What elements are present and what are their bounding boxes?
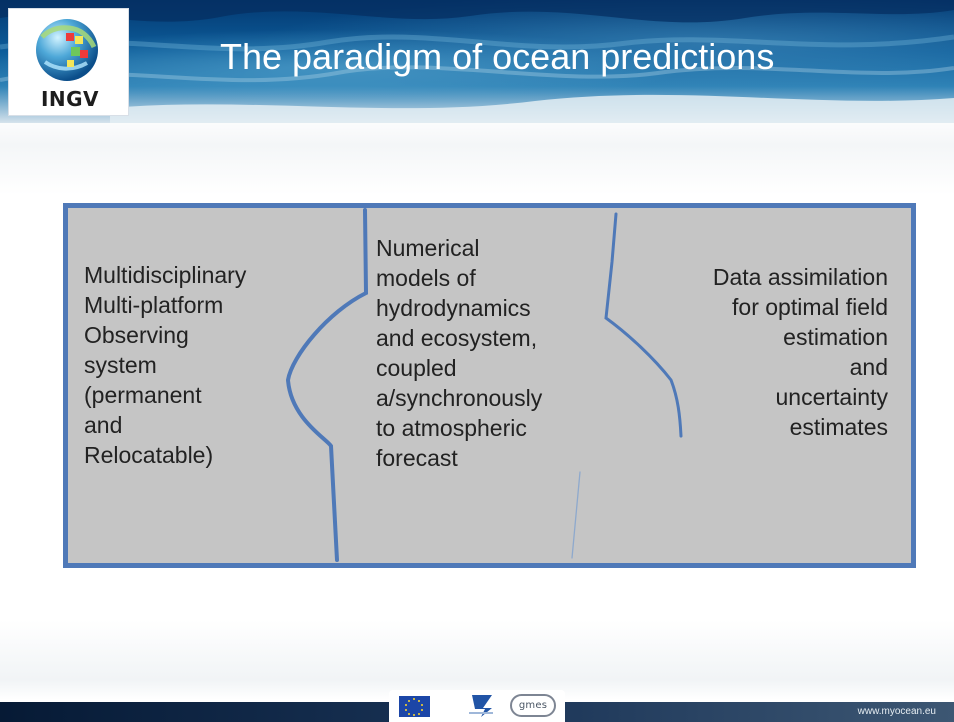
ocean-wave-background <box>0 0 954 123</box>
observing-system-line: Observing <box>84 322 189 348</box>
page-title: The paradigm of ocean predictions <box>220 36 775 77</box>
data-assimilation-line: for optimal field <box>732 294 888 320</box>
numerical-models-line: Numerical <box>376 235 480 261</box>
observing-system-line: and <box>84 412 123 438</box>
gmes-text: gmes <box>518 700 548 711</box>
panel-divider-lines <box>285 208 683 562</box>
partner-logos: gmes <box>389 690 565 722</box>
numerical-models-line: to atmospheric <box>376 415 527 441</box>
lower-middle-divider <box>571 471 581 559</box>
observing-system-line: system <box>84 352 157 378</box>
right-panel-divider <box>604 212 683 438</box>
ocean-header: INGV The paradigm of ocean predictions <box>0 0 954 123</box>
data-assimilation-line: uncertainty <box>775 384 888 410</box>
numerical-models-line: coupled <box>376 355 457 381</box>
numerical-models-text: Numerical models of hydrodynamics and ec… <box>376 233 616 473</box>
ingv-globe-icon <box>36 19 98 81</box>
data-assimilation-line: estimates <box>789 414 888 440</box>
observing-system-line: (permanent <box>84 382 202 408</box>
observing-system-text: Multidisciplinary Multi-platform Observi… <box>84 260 314 470</box>
numerical-models-line: hydrodynamics <box>376 295 531 321</box>
numerical-models-line: models of <box>376 265 476 291</box>
fp7-icon <box>469 695 493 717</box>
observing-system-line: Relocatable) <box>84 442 214 468</box>
footer-url[interactable]: www.myocean.eu <box>857 706 936 717</box>
ocean-prediction-diagram: Multidisciplinary Multi-platform Observi… <box>63 203 916 568</box>
ingv-logo: INGV <box>8 8 129 116</box>
numerical-models-line: and ecosystem, <box>376 325 538 351</box>
numerical-models-line: forecast <box>376 445 458 471</box>
data-assimilation-line: estimation <box>783 324 888 350</box>
observing-system-line: Multi-platform <box>84 292 224 318</box>
observing-system-line: Multidisciplinary <box>84 262 247 288</box>
gmes-logo: gmes <box>510 694 556 717</box>
left-panel-divider <box>285 208 369 562</box>
data-assimilation-line: and <box>849 354 888 380</box>
data-assimilation-line: Data assimilation <box>712 264 888 290</box>
logo-text: INGV <box>40 87 100 111</box>
data-assimilation-text: Data assimilation for optimal field esti… <box>642 262 888 442</box>
numerical-models-line: a/synchronously <box>376 385 543 411</box>
eu-flag-icon <box>399 696 430 717</box>
